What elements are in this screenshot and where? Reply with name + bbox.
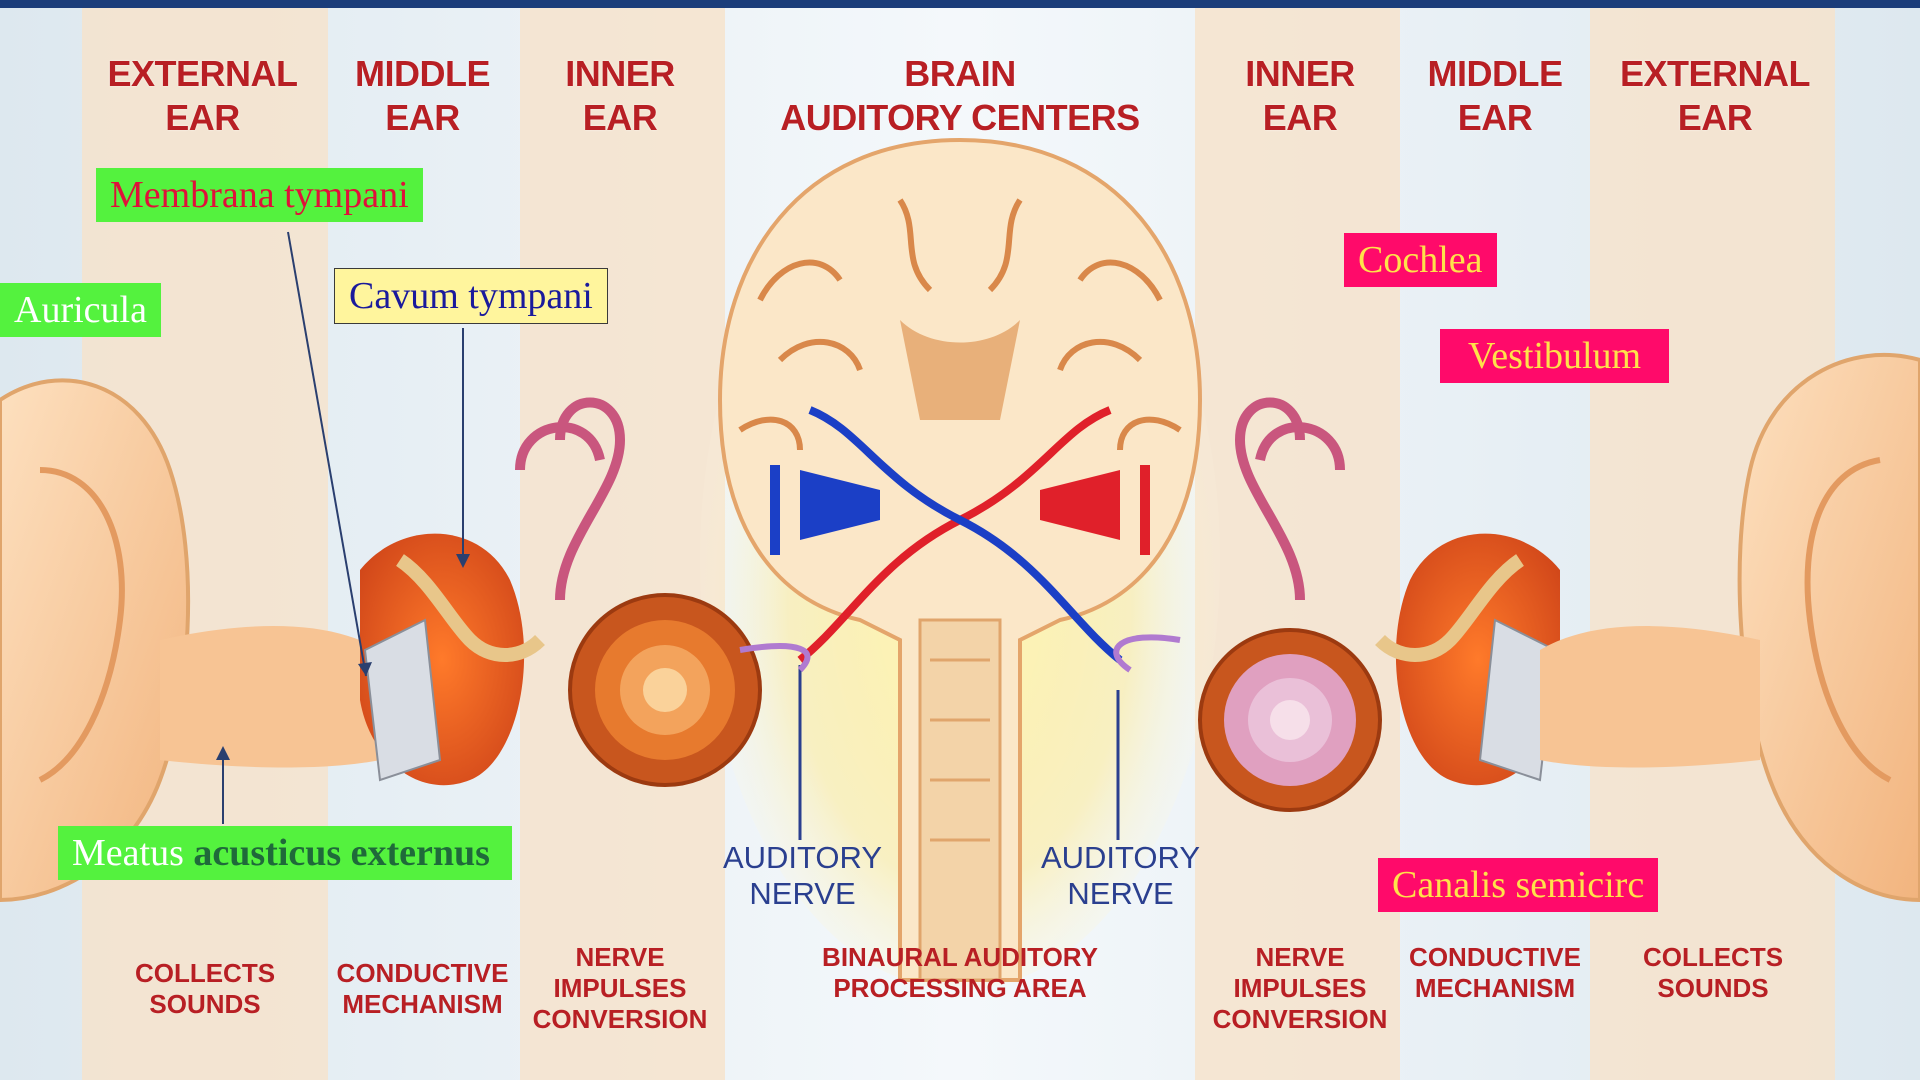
- caption-left-collects-sounds: COLLECTS SOUNDS: [110, 958, 300, 1020]
- label-membrana-tympani: Membrana tympani: [96, 168, 423, 222]
- header-right-external-ear: EXTERNAL EAR: [1600, 52, 1830, 140]
- header-left-middle-ear: MIDDLE EAR: [335, 52, 510, 140]
- label-right-auditory-nerve: AUDITORY NERVE: [1038, 840, 1203, 912]
- header-left-inner-ear: INNER EAR: [530, 52, 710, 140]
- header-brain-auditory-centers: BRAIN AUDITORY CENTERS: [740, 52, 1180, 140]
- label-meatus-acusticus-externus: Meatus acusticus externus: [58, 826, 512, 880]
- label-cochlea: Cochlea: [1344, 233, 1497, 287]
- label-vestibulum: Vestibulum: [1440, 329, 1669, 383]
- label-auricula: Auricula: [0, 283, 161, 337]
- caption-right-nerve-impulses: NERVE IMPULSES CONVERSION: [1200, 942, 1400, 1035]
- caption-right-collects-sounds: COLLECTS SOUNDS: [1618, 942, 1808, 1004]
- header-left-external-ear: EXTERNAL EAR: [90, 52, 315, 140]
- caption-left-conductive-mechanism: CONDUCTIVE MECHANISM: [330, 958, 515, 1020]
- header-right-inner-ear: INNER EAR: [1210, 52, 1390, 140]
- header-right-middle-ear: MIDDLE EAR: [1405, 52, 1585, 140]
- label-left-auditory-nerve: AUDITORY NERVE: [720, 840, 885, 912]
- caption-binaural-processing: BINAURAL AUDITORY PROCESSING AREA: [780, 942, 1140, 1004]
- label-cavum-tympani: Cavum tympani: [334, 268, 608, 324]
- caption-left-nerve-impulses: NERVE IMPULSES CONVERSION: [520, 942, 720, 1035]
- label-canalis-semicirc: Canalis semicirc: [1378, 858, 1658, 912]
- caption-right-conductive-mechanism: CONDUCTIVE MECHANISM: [1400, 942, 1590, 1004]
